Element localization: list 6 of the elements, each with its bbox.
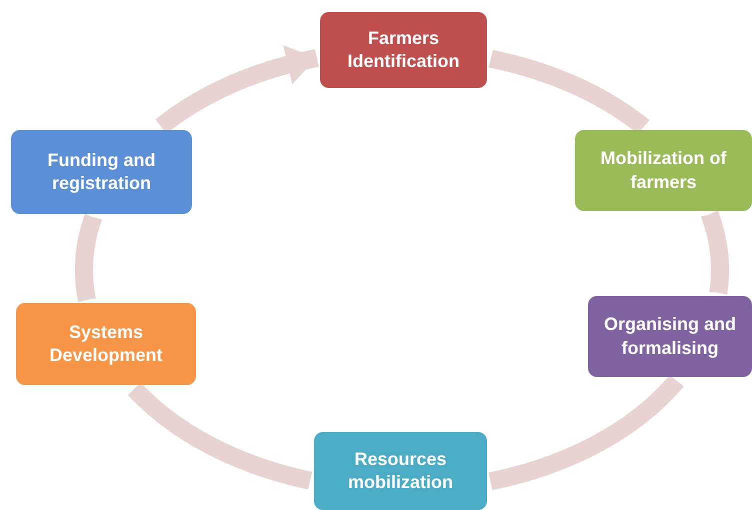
process-box: Organising and formalising <box>588 296 752 377</box>
process-box: Resources mobilization <box>314 432 487 510</box>
process-box: Systems Development <box>16 303 196 385</box>
process-box: Mobilization of farmers <box>575 130 752 211</box>
process-box: Farmers Identification <box>320 12 487 88</box>
process-box: Funding and registration <box>11 130 192 214</box>
